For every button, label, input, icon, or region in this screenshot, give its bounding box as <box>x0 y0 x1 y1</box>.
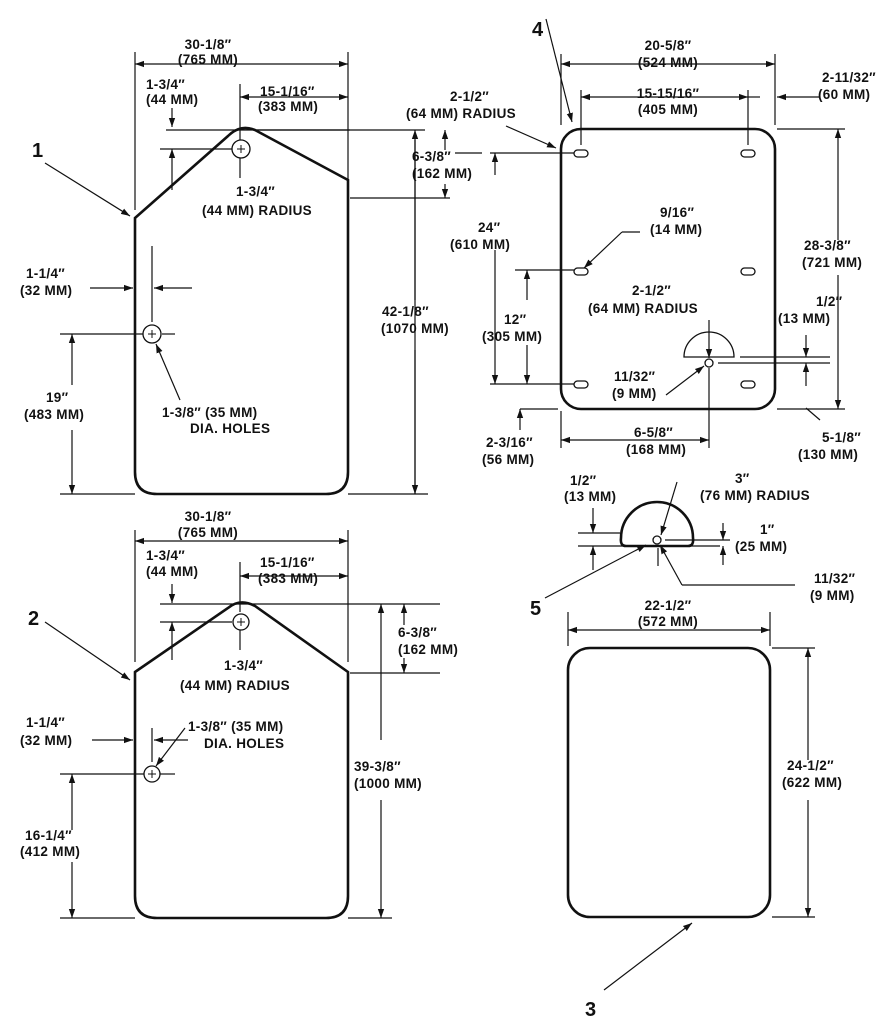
callout-4: 4 <box>532 19 544 41</box>
p3-width-mm: (572 MM) <box>638 614 698 629</box>
p5-half-in: 1/2″ <box>570 473 597 488</box>
part-1-dimension-lines <box>44 52 450 495</box>
p1-hole-h-mm: (483 MM) <box>24 407 84 422</box>
p4-corner-mm: (64 MM) RADIUS <box>406 106 516 121</box>
p1-edge-mm: (32 MM) <box>20 283 72 298</box>
p2-edge-in: 1-1/4″ <box>26 715 65 730</box>
part-2-dimension-lines <box>44 530 440 919</box>
p4-semi-mm: (64 MM) RADIUS <box>588 301 698 316</box>
p4-half-mm: (13 MM) <box>778 311 830 326</box>
p2-drop-in: 6-3/8″ <box>398 625 437 640</box>
p1-hole-h-in: 19″ <box>46 390 69 405</box>
p2-radius-mm: (44 MM) RADIUS <box>180 678 290 693</box>
p1-half-in: 15-1/16″ <box>260 84 315 99</box>
p4-side-in: 2-11/32″ <box>822 70 876 85</box>
p2-width-in: 30-1/8″ <box>185 509 232 524</box>
p2-edge-mm: (32 MM) <box>20 733 72 748</box>
p2-width-mm: (765 MM) <box>178 525 238 540</box>
p5-half-mm: (13 MM) <box>564 489 616 504</box>
p4-inner-mm: (405 MM) <box>638 102 698 117</box>
p4-span12-mm: (305 MM) <box>482 329 542 344</box>
part-5-outline <box>619 500 695 548</box>
p1-left-mm: (44 MM) <box>146 92 198 107</box>
p1-holes-line1: 1-3/8″ (35 MM) <box>162 405 257 420</box>
p2-holes-line2: DIA. HOLES <box>204 736 284 751</box>
p4-span24-in: 24″ <box>478 220 501 235</box>
p1-radius-in: 1-3/4″ <box>236 184 275 199</box>
p4-inner-in: 15-15/16″ <box>637 86 700 101</box>
part-5-dimension-lines <box>544 481 795 599</box>
p2-left-mm: (44 MM) <box>146 564 198 579</box>
p4-height-in: 28-3/8″ <box>804 238 851 253</box>
p1-drop-in: 6-3/8″ <box>412 149 451 164</box>
p5-one-mm: (25 MM) <box>735 539 787 554</box>
p4-bottom-mm: (56 MM) <box>482 452 534 467</box>
p4-side-mm: (60 MM) <box>818 87 870 102</box>
part-5-labels: 5 1/2″ (13 MM) 3″ (76 MM) RADIUS 1″ (25 … <box>530 471 856 620</box>
p1-radius-mm: (44 MM) RADIUS <box>202 203 312 218</box>
p5-one-in: 1″ <box>760 522 775 537</box>
p5-pin-mm: (9 MM) <box>810 588 855 603</box>
p1-drop-mm: (162 MM) <box>412 166 472 181</box>
p4-offset-in: 6-5/8″ <box>634 425 673 440</box>
callout-3: 3 <box>585 999 596 1021</box>
p2-half-in: 15-1/16″ <box>260 555 315 570</box>
part-4-dimension-lines <box>455 18 845 448</box>
p5-radius-in: 3″ <box>735 471 750 486</box>
p3-height-in: 24-1/2″ <box>787 758 834 773</box>
p1-edge-in: 1-1/4″ <box>26 266 65 281</box>
p4-span24-mm: (610 MM) <box>450 237 510 252</box>
p4-height-mm: (721 MM) <box>802 255 862 270</box>
p4-slot-mm: (14 MM) <box>650 222 702 237</box>
p4-corner-in: 2-1/2″ <box>450 89 489 104</box>
p4-pin-in: 11/32″ <box>614 369 656 384</box>
part-1-labels: 1 30-1/8″ (765 MM) 1-3/4″ (44 MM) 15-1/1… <box>20 37 472 436</box>
p2-holes-line1: 1-3/8″ (35 MM) <box>188 719 283 734</box>
p1-width-mm: (765 MM) <box>178 52 238 67</box>
part-5-pin <box>652 535 662 545</box>
p3-height-mm: (622 MM) <box>782 775 842 790</box>
p4-span12-in: 12″ <box>504 312 527 327</box>
part-4-outline <box>559 127 777 411</box>
p1-left-in: 1-3/4″ <box>146 77 185 92</box>
part-2-labels: 2 30-1/8″ (765 MM) 1-3/4″ (44 MM) 15-1/1… <box>20 509 458 859</box>
part-2-outline <box>133 601 350 920</box>
p4-half-in: 1/2″ <box>816 294 843 309</box>
p4-semi-in: 2-1/2″ <box>632 283 671 298</box>
p4-rise-in: 5-1/8″ <box>822 430 861 445</box>
p1-height-in: 42-1/8″ <box>382 304 429 319</box>
p4-slot-in: 9/16″ <box>660 205 694 220</box>
p1-width-in: 30-1/8″ <box>185 37 232 52</box>
p5-radius-mm: (76 MM) RADIUS <box>700 488 810 503</box>
p1-holes-line2: DIA. HOLES <box>190 421 270 436</box>
p2-height-in: 39-3/8″ <box>354 759 401 774</box>
p4-bottom-in: 2-3/16″ <box>486 435 533 450</box>
p4-rise-mm: (130 MM) <box>798 447 858 462</box>
p4-offset-mm: (168 MM) <box>626 442 686 457</box>
part-1-outline <box>133 126 350 496</box>
part-4-labels: 4 20-5/8″ (524 MM) 15-15/16″ (405 MM) 2-… <box>406 19 876 467</box>
p5-pin-in: 11/32″ <box>814 571 856 586</box>
p4-width-mm: (524 MM) <box>638 55 698 70</box>
p2-radius-in: 1-3/4″ <box>224 658 263 673</box>
p3-width-in: 22-1/2″ <box>645 598 692 613</box>
p2-drop-mm: (162 MM) <box>398 642 458 657</box>
p1-height-mm: (1070 MM) <box>381 321 449 336</box>
p2-half-mm: (383 MM) <box>258 571 318 586</box>
p1-half-mm: (383 MM) <box>258 99 318 114</box>
p2-hole-h-mm: (412 MM) <box>20 844 80 859</box>
p2-left-in: 1-3/4″ <box>146 548 185 563</box>
callout-1: 1 <box>32 140 43 162</box>
callout-2: 2 <box>28 608 39 630</box>
p2-height-mm: (1000 MM) <box>354 776 422 791</box>
p4-width-in: 20-5/8″ <box>645 38 692 53</box>
p2-hole-h-in: 16-1/4″ <box>25 828 72 843</box>
part-3-dimension-lines <box>567 612 815 991</box>
p4-pin-mm: (9 MM) <box>612 386 657 401</box>
callout-5: 5 <box>530 598 541 620</box>
part-3-outline <box>566 646 772 919</box>
part-3-labels: 3 22-1/2″ (572 MM) 24-1/2″ (622 MM) <box>585 598 842 1021</box>
part-4-pin <box>704 358 714 368</box>
